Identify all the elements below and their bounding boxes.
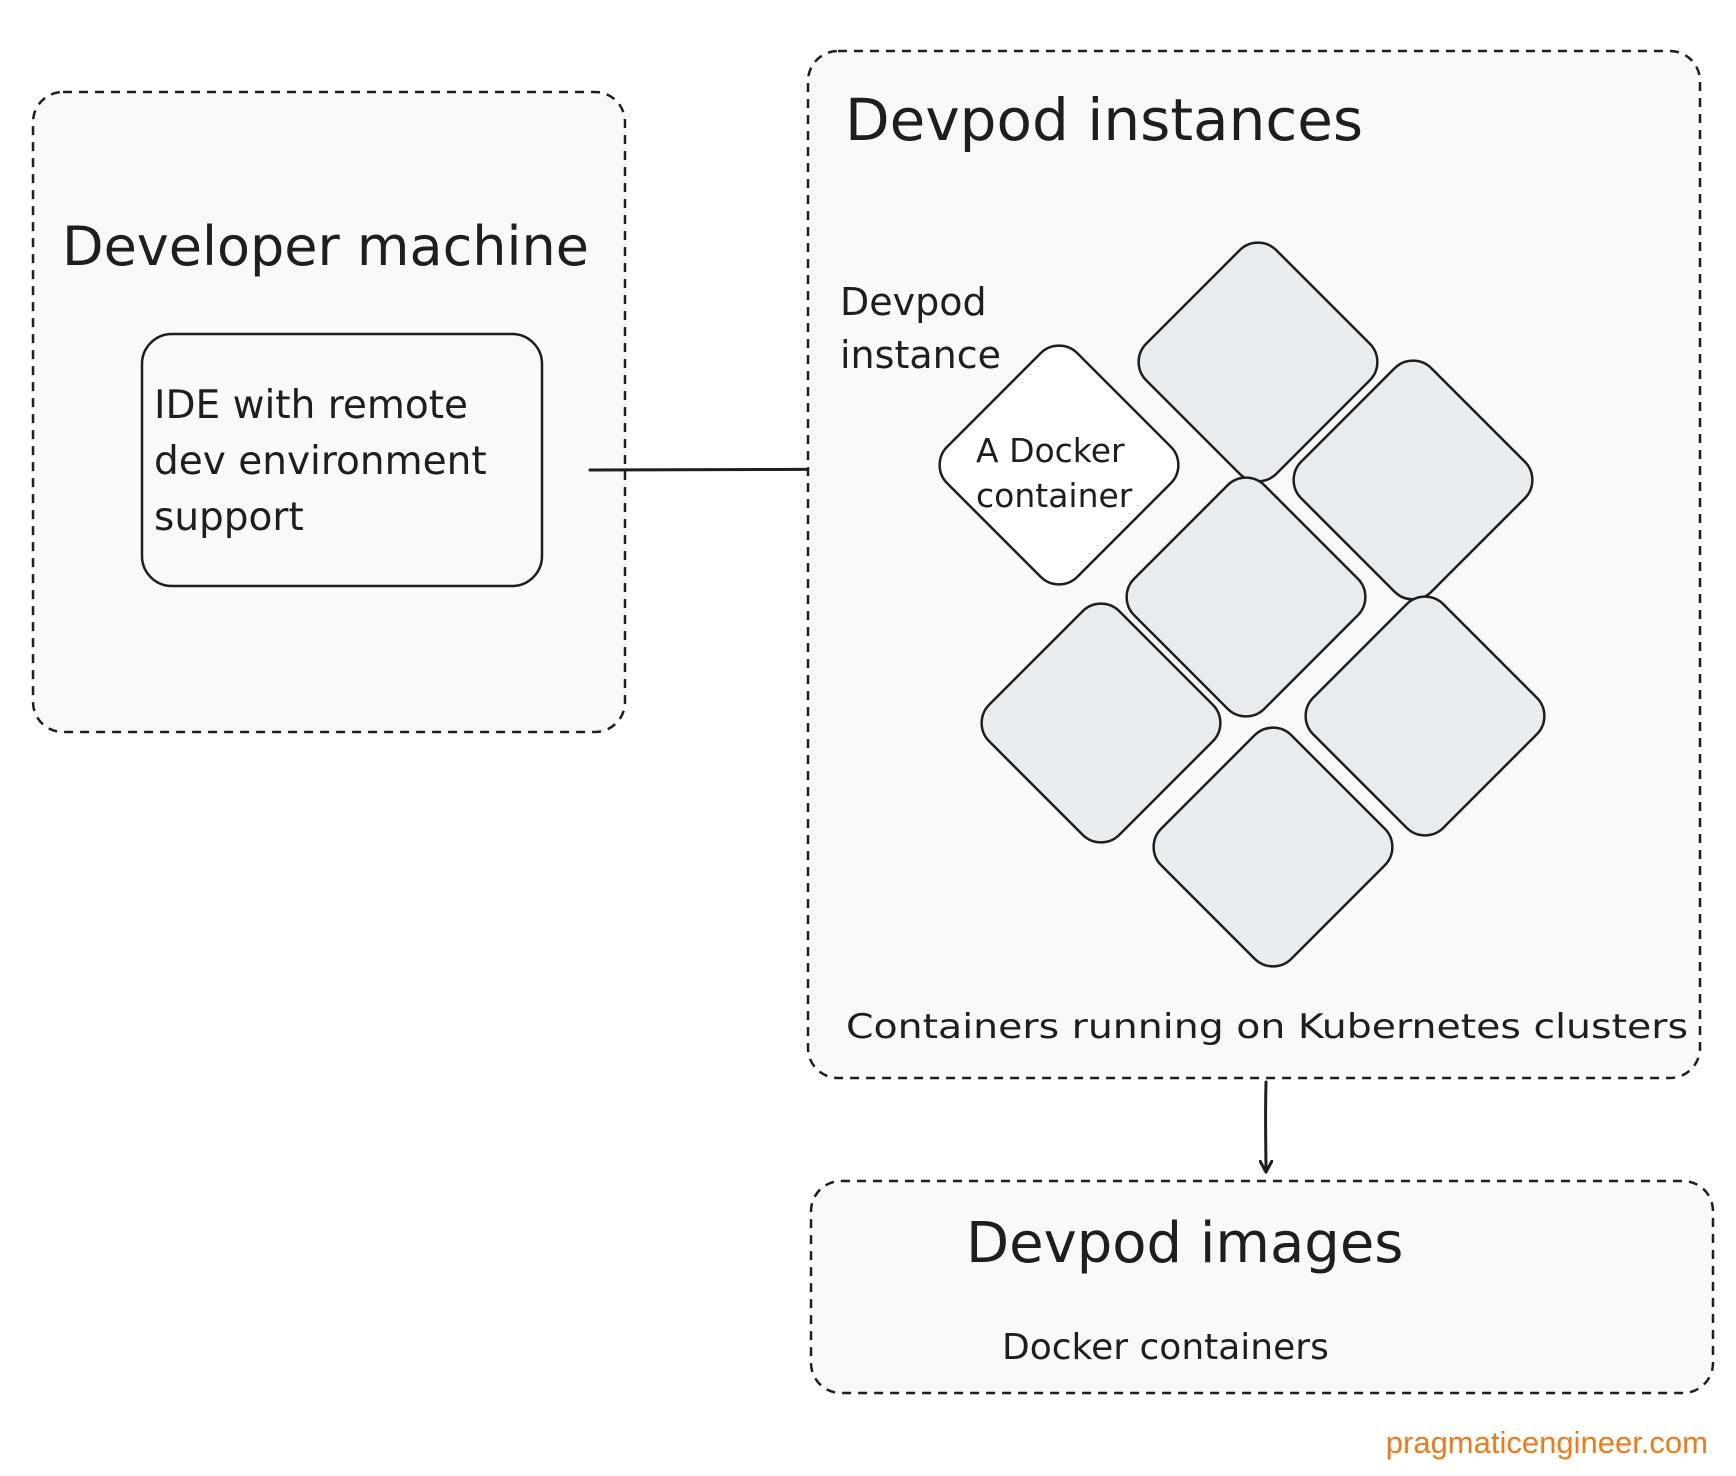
devpod-instance-label-line-2: instance (840, 333, 1001, 377)
devpod-instances-title: Devpod instances (845, 86, 1363, 154)
container-diamond (1152, 726, 1394, 968)
ide-box: IDE with remote dev environment support (140, 332, 544, 588)
devpod-images-panel: Devpod images Docker containers (809, 1179, 1715, 1395)
container-label-line-1: A Docker (976, 431, 1125, 470)
container-grid: A Docker container (938, 241, 1546, 968)
ide-box-line-3: support (154, 495, 304, 540)
ide-box-line-1: IDE with remote (154, 383, 468, 428)
container-diamond (1137, 241, 1379, 483)
developer-machine-panel: Developer machine IDE with remote dev en… (31, 90, 627, 734)
watermark-text: pragmaticengineer.com (1386, 1425, 1708, 1460)
container-diamond (980, 602, 1222, 844)
devpod-images-subtitle: Docker containers (1002, 1327, 1329, 1368)
devpod-images-title: Devpod images (966, 1211, 1403, 1276)
devpod-instance-label-line-1: Devpod (840, 280, 987, 324)
container-diamond (1292, 359, 1534, 601)
devpod-instances-footer: Containers running on Kubernetes cluster… (846, 1007, 1688, 1047)
devpod-instances-panel: Devpod instances Devpod instance A Docke… (806, 49, 1702, 1080)
container-diamond (1125, 476, 1367, 718)
developer-machine-title: Developer machine (62, 215, 589, 278)
container-label-line-2: container (976, 476, 1133, 515)
container-diamond (1304, 595, 1546, 837)
highlighted-container: A Docker container (938, 344, 1180, 586)
ide-box-line-2: dev environment (154, 439, 487, 484)
